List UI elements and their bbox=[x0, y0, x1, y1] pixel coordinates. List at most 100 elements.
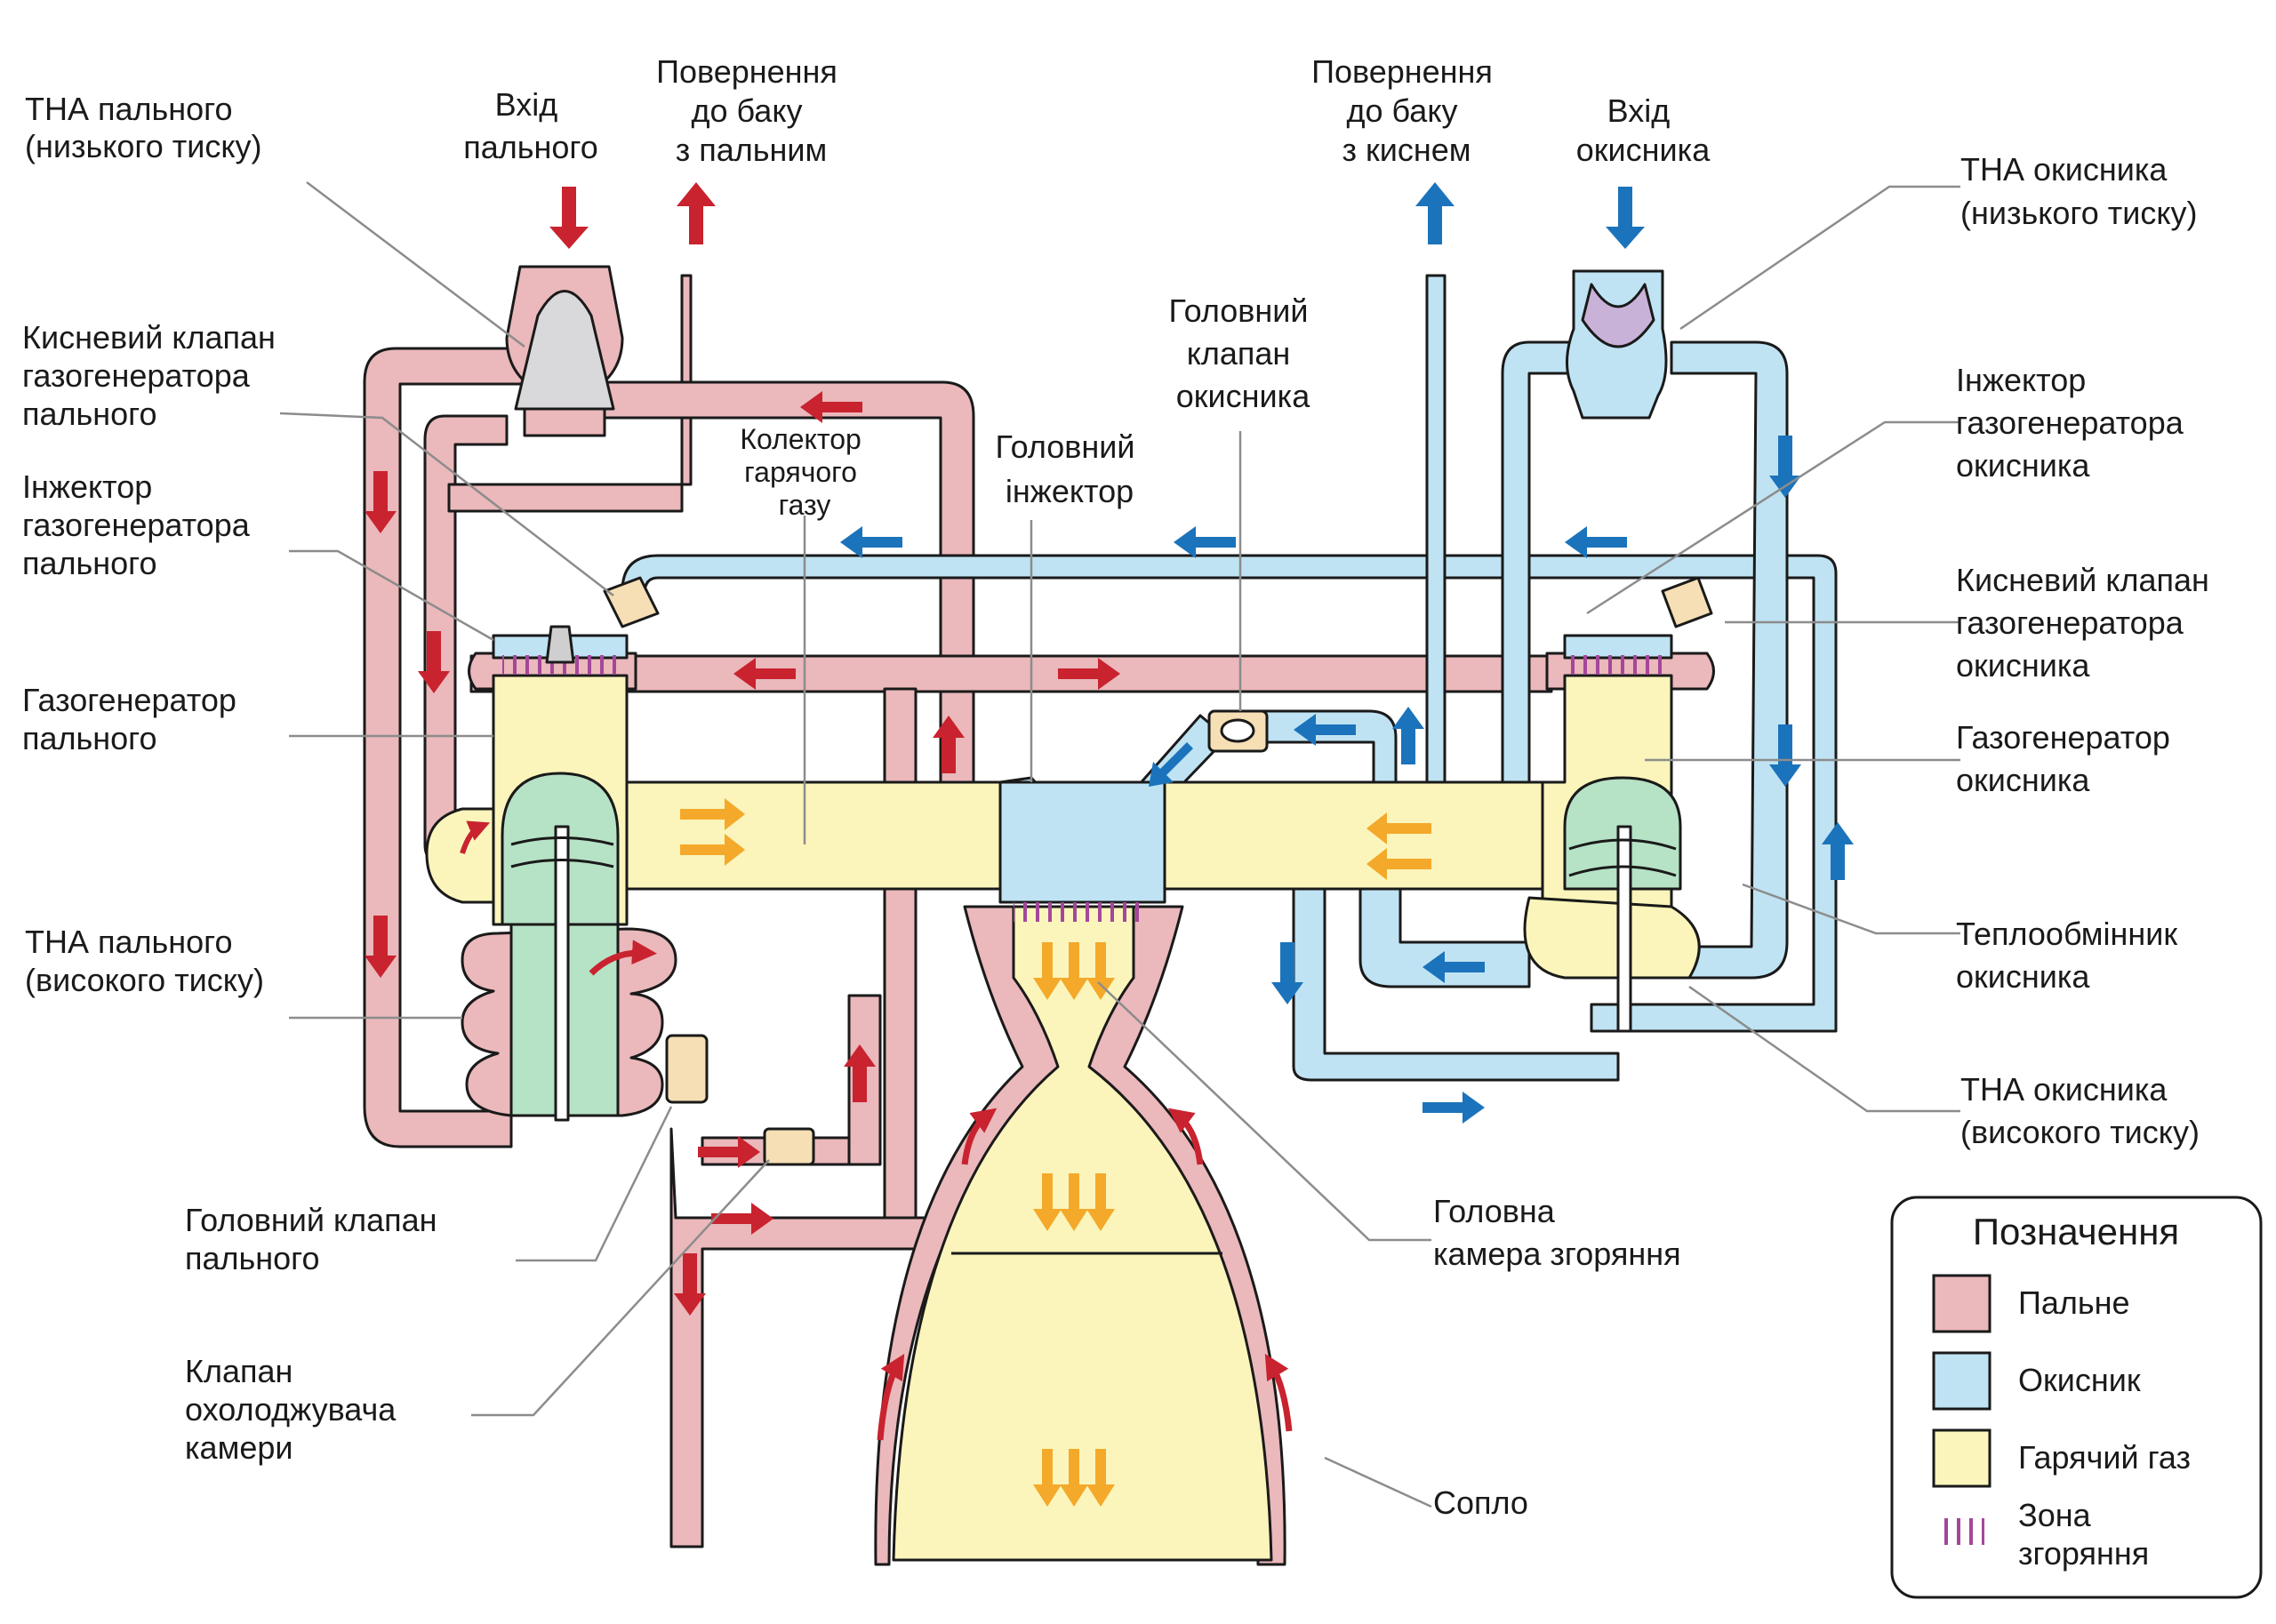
oxidizer-gg-injector-cap bbox=[1563, 634, 1673, 660]
label-fuel-inlet: Вхід пального bbox=[463, 86, 598, 165]
oxidizer-arrow-lower-left bbox=[1422, 951, 1485, 983]
oxidizer-arrows bbox=[840, 182, 1854, 1124]
oxidizer-circuit bbox=[492, 274, 1838, 1082]
oxidizer-arrow-far-right-up bbox=[1822, 822, 1854, 880]
legend-swatch-fuel bbox=[1932, 1274, 1992, 1333]
fuel-arrow-lower bbox=[711, 1203, 773, 1235]
legend-label-hot-gas: Гарячий газ bbox=[2018, 1439, 2191, 1476]
hot-gas-manifold-right bbox=[1163, 780, 1544, 891]
main-combustion-zone bbox=[1014, 902, 1147, 922]
combustion-zones bbox=[502, 655, 1667, 922]
label-oxidizer-gg-oxygen-valve: Кисневий клапан газогенератора окисника bbox=[1956, 562, 2218, 684]
label-oxidizer-pump-high: ТНА окисника (високого тиску) bbox=[1960, 1071, 2200, 1150]
legend-swatch-hot-gas bbox=[1932, 1428, 1992, 1488]
fuel-arrow-nozzle-right-1 bbox=[1167, 1108, 1204, 1165]
labels: ТНА пального (низького тиску) Вхід пальн… bbox=[22, 53, 2218, 1521]
label-chamber-coolant-valve: Клапан охолоджувача камери bbox=[185, 1353, 405, 1466]
oxidizer-arrow-to-valve bbox=[1294, 714, 1356, 746]
legend-label-combustion: Зона згоряння bbox=[2018, 1497, 2149, 1572]
leader-fuel-gg-oxygen-valve bbox=[279, 412, 614, 596]
fuel-line-center-down bbox=[883, 687, 918, 1246]
oxidizer-arrow-down-lower bbox=[1271, 942, 1303, 1004]
label-fuel-gg-oxygen-valve: Кисневий клапан газогенератора пального bbox=[22, 319, 284, 432]
hot-gas-manifold bbox=[625, 780, 1002, 891]
leader-main-combustion-chamber bbox=[1097, 981, 1431, 1242]
fuel-arrow-left-down-1 bbox=[365, 471, 397, 533]
fuel-return-arrow bbox=[677, 182, 716, 244]
label-main-oxidizer-valve: Головний клапан окисника bbox=[1169, 292, 1318, 414]
leader-oxidizer-gg-injector bbox=[1586, 420, 1960, 615]
legend-label-oxidizer: Окисник bbox=[2018, 1362, 2141, 1398]
oxidizer-turbine-blade-2 bbox=[1568, 865, 1677, 877]
fuel-arrow-manifold-right bbox=[1058, 658, 1120, 690]
oxidizer-pump-hot-gas-pocket bbox=[1523, 896, 1701, 980]
oxidizer-line-lower-inner bbox=[1358, 887, 1531, 988]
oxidizer-line-left bbox=[1501, 340, 1584, 891]
legend: Позначення Пальне Окисник Гарячий газ Зо… bbox=[1890, 1196, 2263, 1599]
oxidizer-gg-oxygen-valve bbox=[1661, 576, 1713, 628]
chamber-coolant-valve-body bbox=[763, 1127, 815, 1166]
fuel-arrow-lower-down bbox=[674, 1253, 706, 1316]
gas-arrow-right-1 bbox=[1366, 812, 1431, 844]
leader-nozzle bbox=[1324, 1456, 1432, 1508]
label-main-fuel-valve: Головний клапан пального bbox=[185, 1202, 446, 1276]
label-oxidizer-pump-low: ТНА окисника (низького тиску) bbox=[1960, 151, 2198, 231]
leader-main-fuel-valve bbox=[516, 1106, 673, 1262]
fuel-arrow-nozzle-right-2 bbox=[1264, 1353, 1293, 1432]
fuel-pump-low-rotor bbox=[514, 290, 615, 411]
flow-arrows bbox=[365, 182, 1854, 1507]
fuel-gg-injector-valve bbox=[545, 625, 575, 664]
fuel-arrow-column-up bbox=[933, 716, 965, 773]
oxidizer-arrow-injector bbox=[1149, 742, 1193, 787]
leader-oxidizer-pump-low bbox=[1679, 185, 1960, 331]
leader-lines bbox=[279, 181, 1960, 1508]
leader-oxidizer-heat-exchanger bbox=[1742, 883, 1960, 935]
fuel-arrow-pump-curve bbox=[589, 940, 657, 976]
fuel-pump-hot-gas-pocket bbox=[425, 807, 495, 904]
label-oxidizer-return: Повернення до баку з киснем bbox=[1311, 53, 1502, 168]
oxidizer-return-pipe bbox=[1425, 274, 1447, 820]
oxidizer-line-lower bbox=[1292, 883, 1620, 1082]
gas-arrow-right-2 bbox=[1366, 848, 1431, 880]
oxidizer-arrow-top-3 bbox=[1565, 526, 1627, 558]
oxidizer-gg-combustion-zone bbox=[1569, 655, 1667, 675]
fuel-line-left-outer bbox=[363, 347, 526, 1148]
fuel-turbine-blade-1 bbox=[510, 836, 614, 846]
oxidizer-arrow-up bbox=[1392, 707, 1424, 764]
fuel-gg-oxygen-valve bbox=[603, 576, 660, 628]
valves bbox=[545, 576, 1713, 1166]
label-fuel-gg-injector: Інжектор газогенератора пального bbox=[22, 468, 259, 581]
fuel-arrow-nozzle-left-1 bbox=[961, 1108, 998, 1165]
label-fuel-pump-low: ТНА пального (низького тиску) bbox=[25, 91, 262, 164]
leader-chamber-coolant-valve bbox=[471, 1159, 770, 1417]
label-hot-gas-manifold: Колектор гарячого газу bbox=[740, 423, 869, 521]
main-injector-body bbox=[998, 780, 1166, 904]
oxidizer-arrow-top-1 bbox=[840, 526, 902, 558]
label-oxidizer-heat-exchanger: Теплообмінник окисника bbox=[1956, 916, 2186, 995]
gas-arrows-nozzle-bottom bbox=[1033, 1449, 1115, 1507]
oxidizer-arrow-top-2 bbox=[1174, 526, 1236, 558]
oxidizer-return-arrow bbox=[1415, 182, 1455, 244]
oxidizer-line-top bbox=[621, 554, 1838, 1033]
legend-title: Позначення bbox=[1973, 1211, 2179, 1252]
fuel-turbine-blade-2 bbox=[510, 859, 614, 868]
leader-fuel-gg-injector bbox=[289, 549, 494, 642]
fuel-arrow-top-left bbox=[800, 391, 862, 423]
fuel-arrow-manifold-left bbox=[733, 658, 796, 690]
oxidizer-pump-shaft bbox=[1616, 825, 1632, 1033]
fuel-arrow-center-up bbox=[844, 1044, 876, 1102]
fuel-arrows bbox=[365, 182, 1293, 1441]
oxidizer-turbine-blade-1 bbox=[1568, 838, 1677, 851]
oxidizer-pump-low-impeller bbox=[1581, 283, 1655, 348]
fuel-arrow-nozzle-left-2 bbox=[877, 1353, 905, 1441]
label-main-combustion-chamber: Головна камера згоряння bbox=[1433, 1193, 1681, 1272]
label-fuel-pump-high: ТНА пального (високого тиску) bbox=[25, 924, 264, 998]
gas-arrows-chamber-top bbox=[1033, 942, 1115, 1000]
main-combustion-chamber bbox=[892, 905, 1273, 1562]
fuel-arrow-to-coolant bbox=[698, 1136, 760, 1168]
label-fuel-return: Повернення до баку з пальним bbox=[656, 53, 846, 168]
legend-swatch-oxidizer bbox=[1932, 1351, 1992, 1411]
hot-gas-arrows bbox=[680, 798, 1431, 1507]
label-nozzle: Сопло bbox=[1433, 1484, 1528, 1521]
